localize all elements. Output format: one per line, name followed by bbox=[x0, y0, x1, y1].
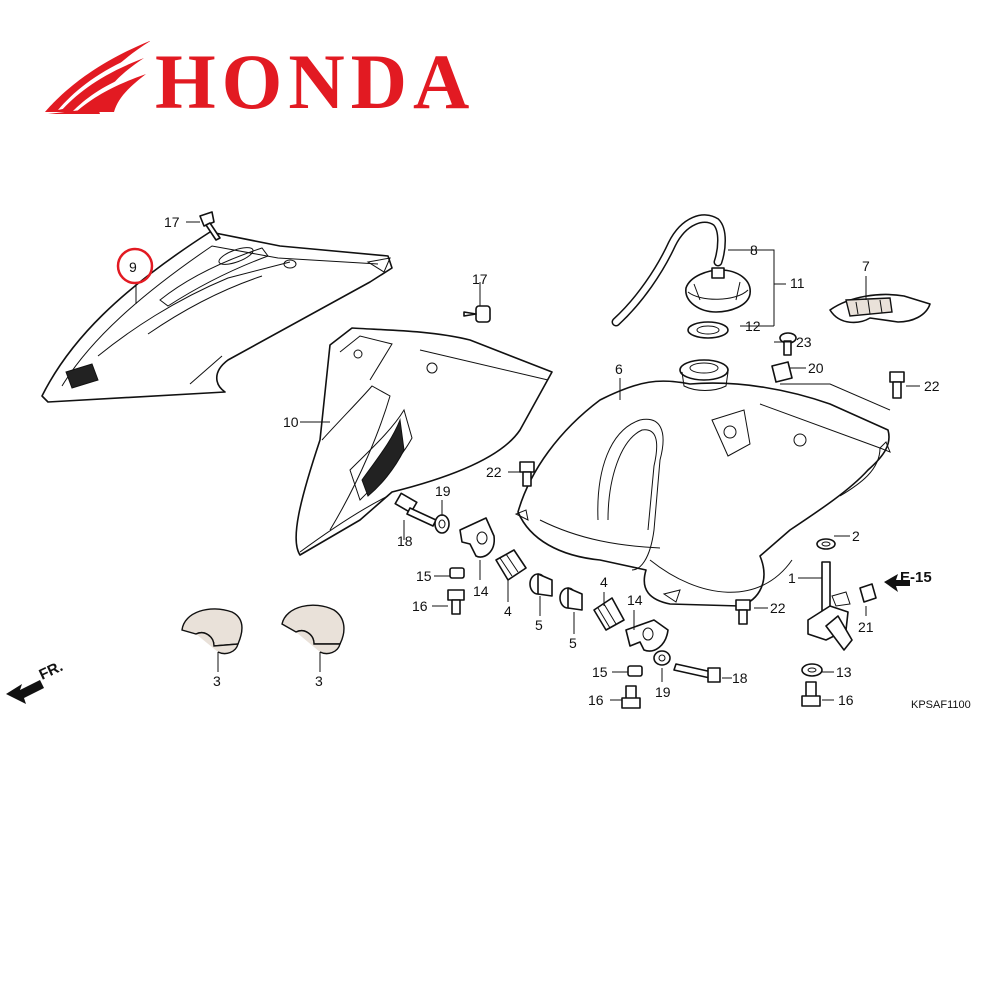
callout-22: 22 bbox=[486, 464, 502, 480]
callout-5: 5 bbox=[535, 617, 543, 633]
rubber-part-4-right[interactable] bbox=[593, 597, 625, 631]
honda-wing-icon bbox=[45, 40, 150, 114]
bracket-part-14-left[interactable] bbox=[459, 517, 495, 558]
cross-reference-label: E-15 bbox=[900, 569, 932, 586]
collar-part-5-left[interactable] bbox=[529, 573, 553, 597]
callout-19: 19 bbox=[435, 483, 451, 499]
bolt-part-22-top[interactable] bbox=[889, 371, 905, 399]
callout-20: 20 bbox=[808, 360, 824, 376]
callout-6: 6 bbox=[615, 361, 623, 377]
bolt-part-23[interactable] bbox=[779, 332, 797, 356]
callout-14: 14 bbox=[627, 592, 643, 608]
bolt-part-16-lower[interactable] bbox=[621, 685, 641, 709]
shroud-part-10[interactable] bbox=[295, 327, 553, 556]
bolt-part-16-left[interactable] bbox=[447, 589, 465, 615]
fuel-cock-part-1[interactable] bbox=[807, 561, 853, 651]
clip-part-21[interactable] bbox=[859, 583, 877, 603]
callout-10: 10 bbox=[283, 414, 299, 430]
callout-15: 15 bbox=[592, 664, 608, 680]
grommet-part-20[interactable] bbox=[771, 361, 793, 383]
callout-22: 22 bbox=[770, 600, 786, 616]
callout-labels: 17 9 17 10 8 11 12 7 23 20 22 6 22 19 18… bbox=[129, 214, 971, 711]
callout-3: 3 bbox=[315, 673, 323, 689]
fuel-tank-part-6[interactable] bbox=[514, 359, 891, 607]
callout-11: 11 bbox=[790, 275, 805, 291]
cross-reference-arrow bbox=[884, 574, 910, 592]
callout-5: 5 bbox=[569, 635, 577, 651]
callout-18: 18 bbox=[732, 670, 748, 686]
washer-part-19-left[interactable] bbox=[434, 514, 450, 534]
callout-17: 17 bbox=[472, 271, 488, 287]
bolt-part-18-left[interactable] bbox=[394, 492, 437, 527]
collar-part-15-right[interactable] bbox=[627, 665, 643, 677]
rubber-part-4-left[interactable] bbox=[495, 549, 527, 581]
collar-part-15-left[interactable] bbox=[449, 567, 465, 579]
washer-part-2[interactable] bbox=[816, 538, 836, 550]
washer-part-13[interactable] bbox=[801, 663, 823, 677]
callout-16: 16 bbox=[588, 692, 604, 708]
highlight-ring bbox=[116, 247, 154, 285]
brand-wordmark: HONDA bbox=[155, 38, 476, 125]
shroud-part-9[interactable] bbox=[41, 231, 393, 403]
honda-logo: HONDA bbox=[40, 40, 560, 130]
callout-3: 3 bbox=[213, 673, 221, 689]
fuel-cap-part-11[interactable] bbox=[685, 267, 751, 313]
callout-2: 2 bbox=[852, 528, 860, 544]
callout-18: 18 bbox=[397, 533, 413, 549]
callout-19: 19 bbox=[655, 684, 671, 700]
callout-14: 14 bbox=[473, 583, 489, 599]
bracket-part-14-right[interactable] bbox=[625, 619, 669, 652]
leader-lines bbox=[135, 221, 920, 701]
callout-4: 4 bbox=[600, 574, 608, 590]
breather-hose-part-8[interactable] bbox=[611, 214, 726, 327]
bolt-part-22-left[interactable] bbox=[519, 461, 535, 487]
bolt-part-16-right[interactable] bbox=[801, 681, 821, 707]
callout-22: 22 bbox=[924, 378, 940, 394]
cap-gasket-part-12[interactable] bbox=[687, 321, 729, 339]
screw-part-17-left[interactable] bbox=[199, 211, 221, 241]
screw-part-17-right[interactable] bbox=[463, 305, 491, 323]
cushion-part-3-right[interactable] bbox=[281, 604, 345, 655]
callout-15: 15 bbox=[416, 568, 432, 584]
callout-16: 16 bbox=[838, 692, 854, 708]
callout-13: 13 bbox=[836, 664, 852, 680]
callout-12: 12 bbox=[745, 318, 761, 334]
callout-23: 23 bbox=[796, 334, 812, 350]
callout-17: 17 bbox=[164, 214, 180, 230]
callout-4: 4 bbox=[504, 603, 512, 619]
bolt-part-18-right[interactable] bbox=[673, 663, 721, 683]
callout-21: 21 bbox=[858, 619, 874, 635]
strap-part-7[interactable] bbox=[829, 293, 931, 324]
front-direction-arrow: FR. bbox=[6, 658, 66, 704]
callout-9: 9 bbox=[129, 259, 137, 275]
front-direction-label: FR. bbox=[37, 658, 66, 684]
bolt-part-22-lower[interactable] bbox=[735, 599, 751, 625]
callout-16: 16 bbox=[412, 598, 428, 614]
collar-part-5-right[interactable] bbox=[559, 587, 583, 611]
callout-7: 7 bbox=[862, 258, 870, 274]
callout-1: 1 bbox=[788, 570, 796, 586]
reference-code: KPSAF1100 bbox=[911, 699, 971, 711]
washer-part-19-right[interactable] bbox=[653, 650, 671, 666]
cushion-part-3-left[interactable] bbox=[181, 608, 243, 655]
callout-8: 8 bbox=[750, 242, 758, 258]
